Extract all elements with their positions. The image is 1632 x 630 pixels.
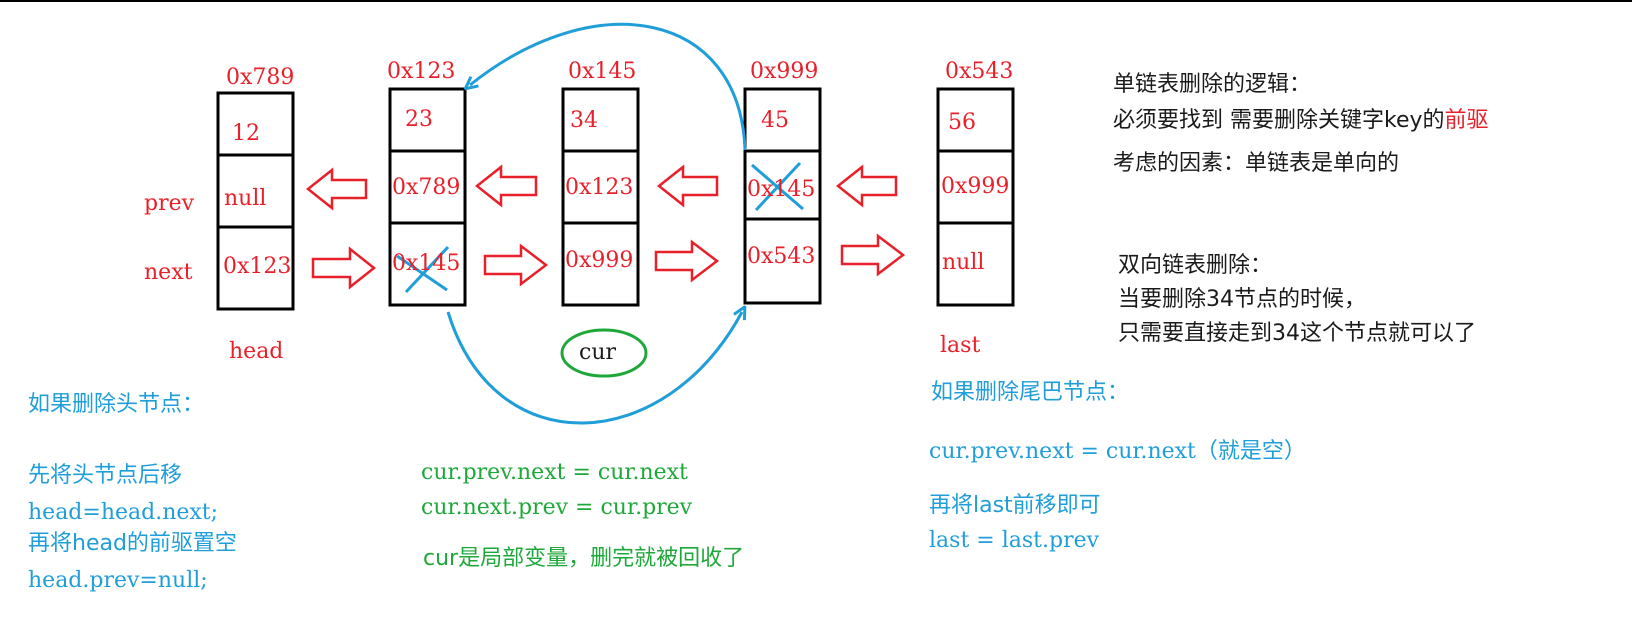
next-arrow-3 <box>840 233 906 277</box>
delete-tail-code1: cur.prev.next = cur.next（就是空） <box>929 439 1306 464</box>
double-list-line2: 只需要直接走到34这个节点就可以了 <box>1118 321 1476 346</box>
node-1-address: 0x123 <box>387 59 456 84</box>
node-box-0 <box>216 91 295 311</box>
node-2-next-value: 0x999 <box>565 248 634 273</box>
node-4-value: 56 <box>948 110 976 135</box>
node-4-next-value: null <box>942 250 985 275</box>
node-3-prev-value: 0x145 <box>747 177 816 202</box>
node-0-address: 0x789 <box>226 65 295 90</box>
double-list-line1: 当要删除34节点的时候， <box>1118 287 1366 312</box>
node-3-next-cell <box>743 217 822 305</box>
node-4-next-cell <box>936 221 1015 307</box>
double-list-title: 双向链表删除： <box>1118 253 1273 278</box>
node-2-value: 34 <box>570 108 598 133</box>
node-2-address: 0x145 <box>568 59 637 84</box>
node-2-prev-value: 0x123 <box>565 175 634 200</box>
strike-node3-prev-b <box>754 161 802 212</box>
single-list-line2: 考虑的因素：单链表是单向的 <box>1113 151 1400 176</box>
node-3-address: 0x999 <box>750 59 819 84</box>
node-box-3 <box>743 87 822 305</box>
delete-head-title: 如果删除头节点： <box>28 392 205 417</box>
prev-arrow-1 <box>474 164 538 208</box>
prev-arrow-0 <box>305 167 368 211</box>
delete-tail-title: 如果删除尾巴节点： <box>931 380 1130 405</box>
next-field-label: next <box>144 260 193 285</box>
node-0-next-cell <box>216 225 295 311</box>
strike-marks <box>396 161 804 294</box>
delete-middle-note: cur是局部变量，删完就被回收了 <box>423 546 745 571</box>
top-border-line <box>0 0 1632 2</box>
single-list-line1-highlight: 前驱 <box>1444 108 1489 133</box>
strike-node1-next-b <box>396 254 448 292</box>
single-list-line1: 必须要找到 需要删除关键字key的前驱 <box>1113 110 1489 132</box>
delete-tail-step: 再将last前移即可 <box>929 493 1101 518</box>
node-box-2 <box>561 87 640 307</box>
prev-arrow-3 <box>835 164 898 208</box>
bypass-arrow-top <box>470 22 747 151</box>
delete-head-code1: head=head.next; <box>28 500 219 525</box>
next-arrows <box>311 233 906 290</box>
delete-head-step1: 先将头节点后移 <box>28 463 183 488</box>
node-box-1 <box>388 87 467 307</box>
node-0-value: 12 <box>232 121 260 146</box>
prev-arrow-2 <box>656 164 719 208</box>
bypass-arrow-bottom <box>446 312 742 425</box>
delete-tail-code2: last = last.prev <box>929 528 1100 553</box>
node-3-value: 45 <box>761 108 789 133</box>
node-1-prev-value: 0x789 <box>392 175 461 200</box>
node-3-next-value: 0x543 <box>747 244 816 269</box>
last-label: last <box>940 333 981 358</box>
delete-middle-code2: cur.next.prev = cur.prev <box>421 495 693 520</box>
delete-middle-code1: cur.prev.next = cur.next <box>421 460 688 485</box>
head-label: head <box>229 339 284 364</box>
node-1-next-value: 0x145 <box>392 251 461 276</box>
single-list-line1-text: 必须要找到 需要删除关键字key的 <box>1113 108 1445 133</box>
node-2-next-cell <box>561 221 640 307</box>
next-arrow-0 <box>311 246 377 290</box>
node-box-4 <box>936 87 1015 307</box>
single-list-title: 单链表删除的逻辑： <box>1113 72 1312 97</box>
node-1-next-cell <box>388 221 467 307</box>
delete-head-code2: head.prev=null; <box>28 568 208 593</box>
strike-node1-next-a <box>404 245 450 294</box>
node-0-prev-value: null <box>224 186 267 211</box>
node-0-next-value: 0x123 <box>223 254 292 279</box>
next-arrow-2 <box>654 239 720 283</box>
delete-head-step2: 再将head的前驱置空 <box>28 531 237 556</box>
prev-arrows <box>305 164 898 211</box>
node-1-value: 23 <box>405 107 433 132</box>
prev-field-label: prev <box>144 191 195 216</box>
cur-ellipse <box>560 328 648 378</box>
cur-label: cur <box>579 340 617 365</box>
node-4-address: 0x543 <box>945 59 1014 84</box>
node-4-prev-value: 0x999 <box>941 174 1010 199</box>
next-arrow-1 <box>483 243 549 287</box>
